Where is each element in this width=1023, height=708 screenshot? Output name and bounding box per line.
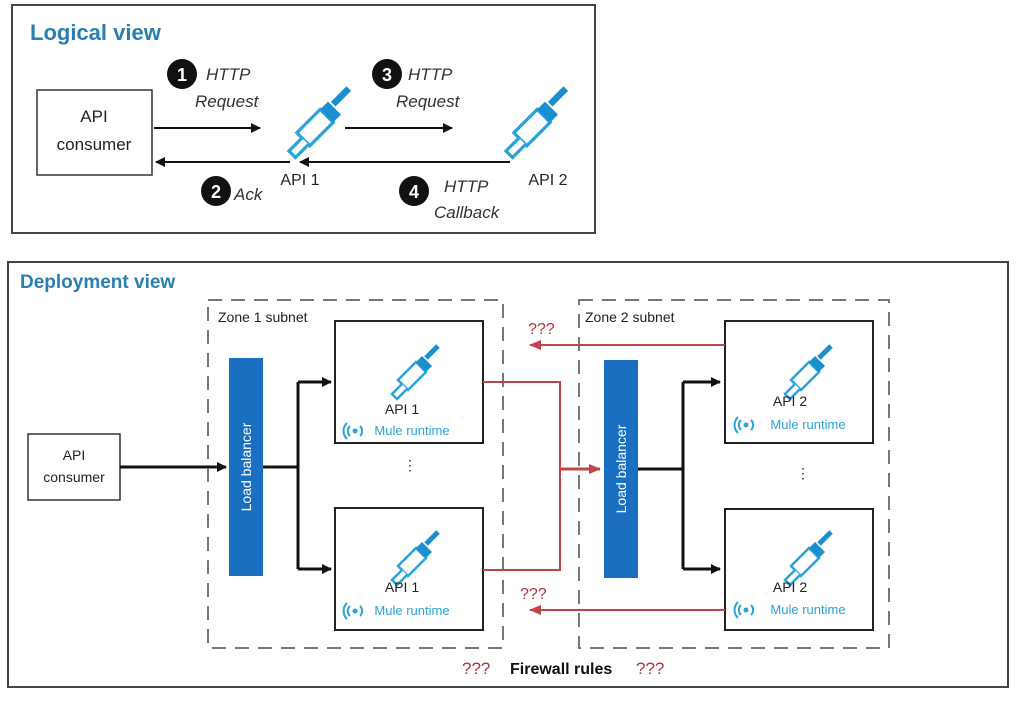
unknown-callback-bottom: ??? xyxy=(520,586,547,603)
api-consumer-box: API consumer xyxy=(36,89,153,176)
deploy-api-consumer-box: API consumer xyxy=(27,433,121,501)
svg-text:Load balancer: Load balancer xyxy=(613,424,629,513)
zone2-load-balancer: Load balancer xyxy=(604,360,638,578)
zone1-api1-instance-1: API 1 Mule runtime xyxy=(334,320,484,444)
zone1-api1-instance-2: API 1 Mule runtime xyxy=(334,507,484,631)
svg-text:Firewall rules: Firewall rules xyxy=(510,661,612,678)
api2-label: API 2 xyxy=(528,172,567,189)
zone1-subnet: Zone 1 subnet Load balancer API 1 Mule r… xyxy=(207,299,504,649)
svg-text:Request: Request xyxy=(396,92,461,111)
svg-text:API 2: API 2 xyxy=(773,579,807,595)
deployment-view-panel: Deployment view API consumer Zone 1 subn… xyxy=(7,261,1009,688)
svg-text:???: ??? xyxy=(462,659,490,678)
deployment-view-title: Deployment view xyxy=(20,272,175,293)
svg-text:Request: Request xyxy=(195,92,260,111)
zone2-subnet: Zone 2 subnet Load balancer API 2 Mule r… xyxy=(578,299,890,649)
ellipsis: ⋮ xyxy=(796,465,810,481)
zone1-load-balancer: Load balancer xyxy=(229,358,263,576)
svg-text:Zone 1 subnet: Zone 1 subnet xyxy=(218,309,308,325)
step-2: 2 Ack xyxy=(201,176,264,206)
api1-label: API 1 xyxy=(280,172,319,189)
firewall-rules-caption: ??? Firewall rules ??? xyxy=(462,659,664,678)
zone2-api2-instance-1: API 2 Mule runtime xyxy=(724,320,874,444)
ellipsis: ⋮ xyxy=(403,457,417,473)
svg-text:3: 3 xyxy=(382,65,392,85)
svg-text:Zone 2 subnet: Zone 2 subnet xyxy=(585,309,675,325)
svg-text:API 1: API 1 xyxy=(385,579,419,595)
cross-zone-flows: ??? ??? xyxy=(483,321,725,615)
svg-text:HTTP: HTTP xyxy=(206,65,251,84)
svg-text:4: 4 xyxy=(409,182,419,202)
logical-view-title: Logical view xyxy=(30,20,162,45)
unknown-callback-top: ??? xyxy=(528,321,555,338)
svg-text:API: API xyxy=(80,107,107,126)
svg-text:Callback: Callback xyxy=(434,203,501,222)
svg-text:HTTP: HTTP xyxy=(444,177,489,196)
svg-text:???: ??? xyxy=(636,659,664,678)
svg-text:HTTP: HTTP xyxy=(408,65,453,84)
svg-text:2: 2 xyxy=(211,182,221,202)
step-4: 4 HTTP Callback xyxy=(399,176,501,222)
svg-text:API: API xyxy=(63,447,86,463)
svg-text:consumer: consumer xyxy=(43,469,105,485)
svg-text:Mule runtime: Mule runtime xyxy=(374,603,449,618)
logical-view-panel: Logical view API consumer API 1 API 2 1 … xyxy=(11,4,596,234)
svg-text:consumer: consumer xyxy=(57,135,132,154)
svg-text:API 1: API 1 xyxy=(385,401,419,417)
svg-text:Mule runtime: Mule runtime xyxy=(770,417,845,432)
step-3: 3 HTTP Request xyxy=(372,59,461,111)
svg-text:Load balancer: Load balancer xyxy=(238,422,254,511)
svg-text:API 2: API 2 xyxy=(773,393,807,409)
svg-text:1: 1 xyxy=(177,65,187,85)
svg-text:Ack: Ack xyxy=(233,185,264,204)
svg-text:Mule runtime: Mule runtime xyxy=(770,602,845,617)
svg-text:Mule runtime: Mule runtime xyxy=(374,423,449,438)
zone2-api2-instance-2: API 2 Mule runtime xyxy=(724,508,874,631)
step-1: 1 HTTP Request xyxy=(167,59,260,111)
